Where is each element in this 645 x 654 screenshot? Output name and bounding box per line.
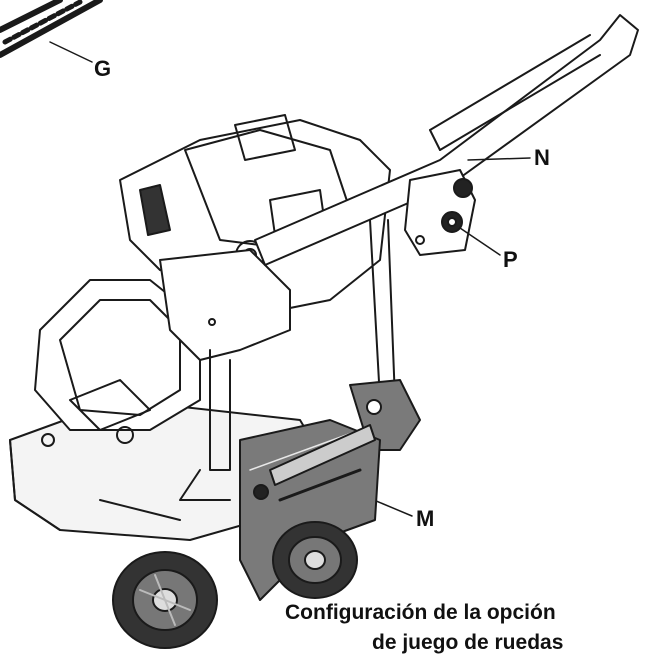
callout-label-m: M xyxy=(416,506,435,531)
leader-p xyxy=(459,227,501,256)
caption-line-2: de juego de ruedas xyxy=(372,631,564,654)
wheel-right xyxy=(272,521,358,599)
callout-label-g: G xyxy=(94,56,112,81)
handle-bracket xyxy=(159,249,291,501)
fan-shroud xyxy=(34,279,201,447)
leader-g xyxy=(49,41,93,63)
callout-label-p: P xyxy=(503,247,518,272)
pivot-assembly xyxy=(404,169,476,256)
callout-label-n: N xyxy=(534,145,550,170)
handle-bar xyxy=(254,14,639,401)
leader-n xyxy=(467,157,531,161)
axle-rod xyxy=(269,424,376,502)
caption-line-1: Configuración de la opción xyxy=(285,601,556,624)
chain-detail xyxy=(0,0,103,58)
wheel-left xyxy=(112,551,218,649)
